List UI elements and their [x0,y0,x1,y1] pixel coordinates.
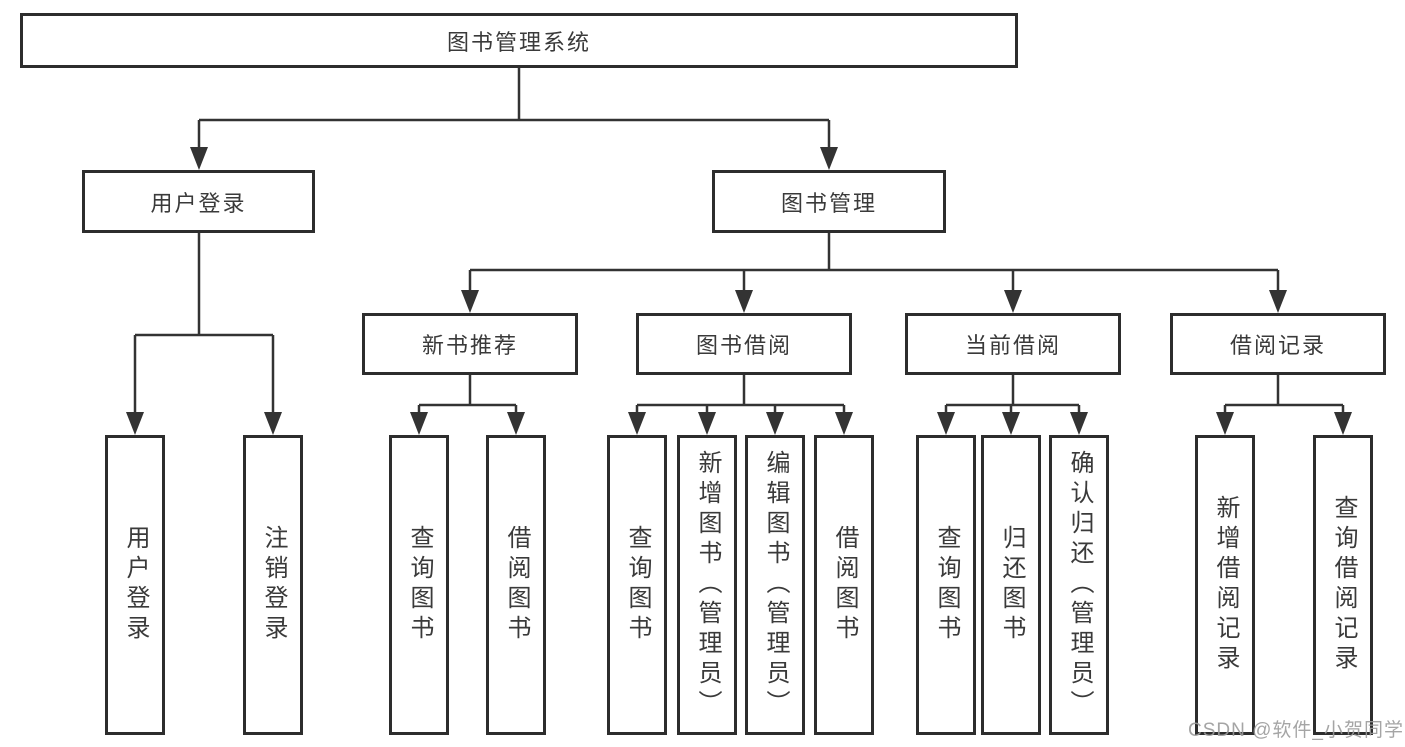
node-label: 查询图书 [624,525,651,645]
node-label: 确认归还（管理员） [1066,450,1093,720]
leaf-borrow-book: 借阅图书 [814,435,874,735]
connector-book-management-children [461,233,1287,313]
node-label: 用户登录 [122,525,149,645]
connector-book-borrow-children [628,375,853,435]
node-label: 新书推荐 [421,333,518,358]
arrowhead-down-icon [1004,290,1022,313]
arrowhead-down-icon [190,147,208,170]
leaf-user-login: 用户登录 [105,435,165,735]
node-book-borrow: 图书借阅 [636,313,852,375]
leaf-return-book: 归还图书 [981,435,1041,735]
arrowhead-down-icon [461,290,479,313]
connector-line [635,375,846,414]
arrowhead-down-icon [1269,290,1287,313]
node-current-borrow: 当前借阅 [905,313,1121,375]
leaf-query-book: 查询图书 [916,435,976,735]
leaf-query-book: 查询图书 [607,435,667,735]
connector-line [417,375,518,414]
node-label: 注销登录 [260,525,287,645]
node-library-management-system: 图书管理系统 [20,13,1018,68]
connector-new-book-recommend-children [410,375,525,435]
node-borrow-records: 借阅记录 [1170,313,1386,375]
node-label: 编辑图书（管理员） [762,450,789,720]
connector-line [468,233,1280,292]
connector-root-to-level2 [190,68,838,170]
leaf-edit-book-admin: 编辑图书（管理员） [745,435,805,735]
leaf-borrow-book: 借阅图书 [486,435,546,735]
arrowhead-down-icon [507,412,525,435]
arrowhead-down-icon [1002,412,1020,435]
node-new-book-recommend: 新书推荐 [362,313,578,375]
csdn-watermark: CSDN @软件_小贺同学 [1188,720,1404,741]
leaf-query-borrow-record: 查询借阅记录 [1313,435,1373,735]
node-label: 查询图书 [933,525,960,645]
node-label: 当前借阅 [964,333,1061,358]
arrowhead-down-icon [410,412,428,435]
arrowhead-down-icon [766,412,784,435]
node-label: 归还图书 [998,525,1025,645]
arrowhead-down-icon [1216,412,1234,435]
arrowhead-down-icon [735,290,753,313]
connector-line [1223,375,1345,414]
node-label: 图书管理 [780,190,877,216]
leaf-query-book: 查询图书 [389,435,449,735]
leaf-add-book-admin: 新增图书（管理员） [677,435,737,735]
connector-user-login-children [126,233,282,435]
leaf-add-borrow-record: 新增借阅记录 [1195,435,1255,735]
node-label: 新增图书（管理员） [694,450,721,720]
arrowhead-down-icon [937,412,955,435]
node-label: 图书管理系统 [446,29,591,55]
arrowhead-down-icon [628,412,646,435]
node-label: 图书借阅 [695,333,792,358]
arrowhead-down-icon [264,412,282,435]
connector-line [133,233,275,414]
connector-current-borrow-children [937,375,1088,435]
arrowhead-down-icon [1334,412,1352,435]
arrowhead-down-icon [698,412,716,435]
node-label: 新增借阅记录 [1212,495,1239,675]
node-label: 借阅记录 [1229,333,1326,358]
node-label: 用户登录 [150,190,247,216]
node-label: 查询借阅记录 [1330,495,1357,675]
arrowhead-down-icon [1070,412,1088,435]
node-label: 查询图书 [406,525,433,645]
arrowhead-down-icon [820,147,838,170]
arrowhead-down-icon [126,412,144,435]
connector-borrow-records-children [1216,375,1352,435]
connector-line [197,68,831,149]
node-user-login-module: 用户登录 [82,170,315,233]
node-label: 借阅图书 [831,525,858,645]
connector-line [944,375,1081,414]
leaf-logout-login: 注销登录 [243,435,303,735]
arrowhead-down-icon [835,412,853,435]
node-book-management-module: 图书管理 [712,170,946,233]
node-label: 借阅图书 [503,525,530,645]
leaf-confirm-return-admin: 确认归还（管理员） [1049,435,1109,735]
